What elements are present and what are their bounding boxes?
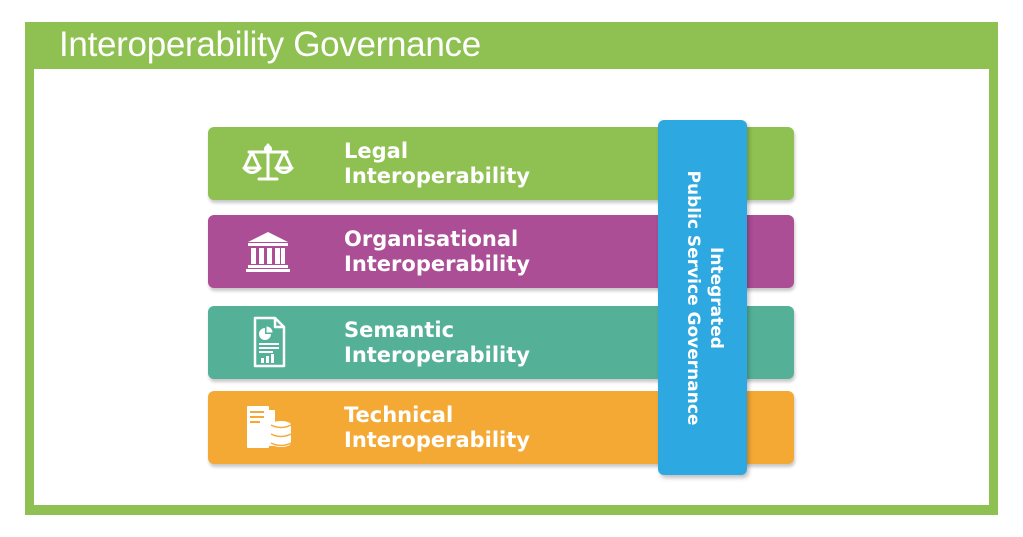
layer-label: Technical Interoperability [344, 403, 530, 452]
layer-label: Semantic Interoperability [344, 318, 530, 367]
scales-icon [238, 137, 298, 189]
layer-label: Organisational Interoperability [344, 227, 530, 276]
server-icon [238, 401, 298, 453]
document-icon [238, 316, 298, 368]
governance-label: Integrated Public Service Governance [683, 170, 726, 426]
integrated-governance-bar: Integrated Public Service Governance [658, 120, 747, 475]
building-icon [238, 225, 298, 277]
diagram-frame: Interoperability Governance [25, 22, 998, 515]
diagram-title: Interoperability Governance [59, 25, 481, 64]
layer-label: Legal Interoperability [344, 139, 530, 188]
